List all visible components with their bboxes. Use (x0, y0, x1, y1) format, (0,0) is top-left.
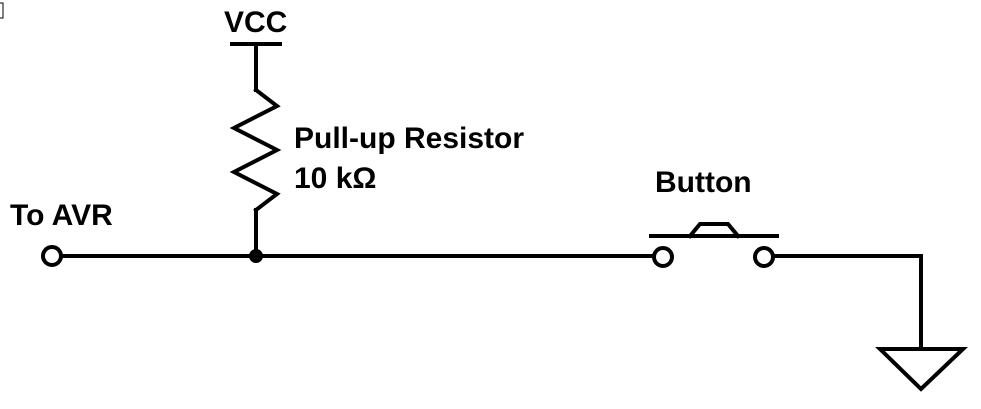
ground-icon (875, 347, 968, 392)
ground-wire (771, 254, 923, 351)
resistor-value-label: 10 kΩ (294, 162, 376, 195)
resistor-name-label: Pull-up Resistor (294, 122, 524, 155)
pull-up-resistor-icon (229, 87, 282, 213)
junction-node-icon (249, 249, 263, 263)
button-plunger-icon (687, 222, 741, 239)
button-label: Button (655, 166, 752, 199)
vcc-label: VCC (224, 6, 287, 39)
button-left-terminal-icon (652, 246, 674, 268)
avr-terminal-icon (41, 245, 63, 267)
button-right-terminal-icon (753, 246, 775, 268)
corner-mark (0, 2, 4, 19)
to-avr-label: To AVR (10, 199, 113, 232)
